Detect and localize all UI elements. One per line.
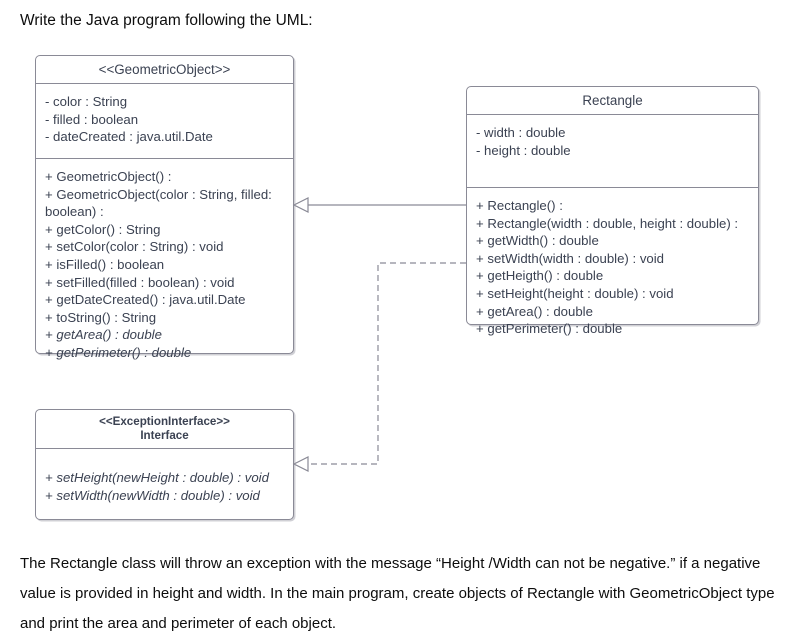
uml-method-row: + getHeigth() : double: [476, 268, 604, 284]
uml-realization-line: [308, 262, 466, 465]
uml-generalization-rectangle-to-geometricobject: [292, 197, 466, 213]
uml-interface-stereotype: <<ExceptionInterface>>: [99, 415, 230, 428]
uml-field-row: - filled : boolean: [45, 111, 139, 127]
uml-interface-keyword: Interface: [140, 429, 189, 442]
hollow-triangle-arrowhead-icon: [292, 197, 309, 213]
uml-methods-exception-interface: + setHeight(newHeight : double) : void +…: [36, 449, 293, 513]
uml-method-row: + isFilled() : boolean: [45, 256, 165, 272]
uml-method-row: + getColor() : String: [45, 221, 161, 237]
uml-field-row: - height : double: [476, 142, 571, 158]
uml-field-row: - dateCreated : java.util.Date: [45, 129, 213, 145]
uml-method-row: + GeometricObject(color : String, filled…: [45, 186, 276, 220]
uml-method-row: + setFilled(filled : boolean) : void: [45, 274, 235, 290]
uml-method-row-abstract: + setHeight(newHeight : double) : void: [45, 470, 269, 485]
uml-method-row: + toString() : String: [45, 309, 157, 325]
uml-fields-rectangle: - width : double - height : double: [467, 115, 758, 188]
intro-instruction-text: Write the Java program following the UML…: [20, 12, 313, 29]
uml-interface-title-exception-interface: <<ExceptionInterface>> Interface: [36, 410, 293, 449]
uml-field-row: - color : String: [45, 94, 128, 109]
uml-method-row: + setHeight(height : double) : void: [476, 285, 674, 301]
uml-class-title-geometric-object: <<GeometricObject>>: [36, 56, 293, 84]
uml-class-rectangle: Rectangle - width : double - height : do…: [466, 86, 759, 336]
uml-method-row-abstract: + getPerimeter() : double: [45, 344, 192, 360]
uml-methods-rectangle: + Rectangle() : + Rectangle(width : doub…: [467, 188, 758, 347]
outro-instruction-text: The Rectangle class will throw an except…: [20, 555, 779, 632]
uml-field-row: - width : double: [476, 125, 566, 140]
uml-class-title-rectangle: Rectangle: [467, 87, 758, 115]
uml-fields-geometric-object: - color : String - filled : boolean - da…: [36, 84, 293, 159]
uml-method-row: + setColor(color : String) : void: [45, 239, 224, 255]
uml-method-row: + getDateCreated() : java.util.Date: [45, 292, 246, 308]
uml-method-row: + getArea() : double: [476, 303, 593, 319]
uml-method-row-abstract: + setWidth(newWidth : double) : void: [45, 487, 260, 503]
uml-method-row: + setWidth(width : double) : void: [476, 250, 665, 266]
uml-class-geometric-object: <<GeometricObject>> - color : String - f…: [35, 55, 294, 360]
uml-method-row: + Rectangle(width : double, height : dou…: [476, 215, 739, 231]
uml-method-row: + Rectangle() :: [476, 198, 563, 213]
uml-method-row-abstract: + getArea() : double: [45, 327, 162, 343]
uml-method-row: + GeometricObject() :: [45, 169, 172, 184]
uml-method-row: + getPerimeter() : double: [476, 321, 623, 337]
hollow-triangle-arrowhead-icon: [292, 456, 309, 472]
uml-realization-rectangle-to-exceptioninterface: [292, 262, 466, 472]
uml-methods-geometric-object: + GeometricObject() : + GeometricObject(…: [36, 159, 293, 371]
uml-method-row: + getWidth() : double: [476, 233, 599, 249]
uml-interface-exception-interface: <<ExceptionInterface>> Interface + setHe…: [35, 409, 294, 520]
